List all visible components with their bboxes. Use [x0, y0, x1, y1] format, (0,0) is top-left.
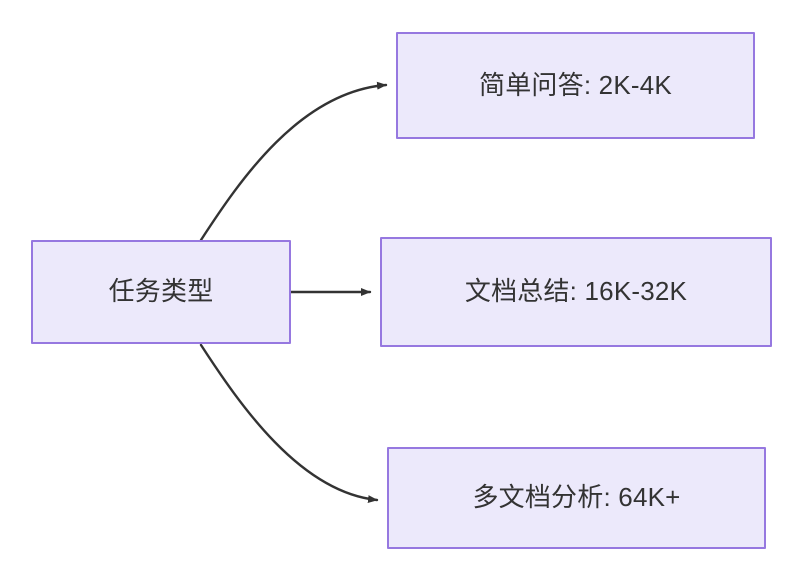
edge-root-to-simple-qa [199, 81, 388, 242]
node-task-type[interactable]: 任务类型 [31, 240, 291, 344]
node-multi-document-analysis-label: 多文档分析: 64K+ [472, 482, 681, 513]
edge-root-to-multi-doc [199, 343, 379, 504]
node-simple-qa[interactable]: 简单问答: 2K-4K [396, 32, 755, 139]
node-multi-document-analysis[interactable]: 多文档分析: 64K+ [387, 447, 766, 549]
node-task-type-label: 任务类型 [108, 276, 214, 307]
node-document-summary[interactable]: 文档总结: 16K-32K [380, 237, 772, 347]
node-simple-qa-label: 简单问答: 2K-4K [479, 69, 672, 100]
node-document-summary-label: 文档总结: 16K-32K [464, 276, 688, 307]
